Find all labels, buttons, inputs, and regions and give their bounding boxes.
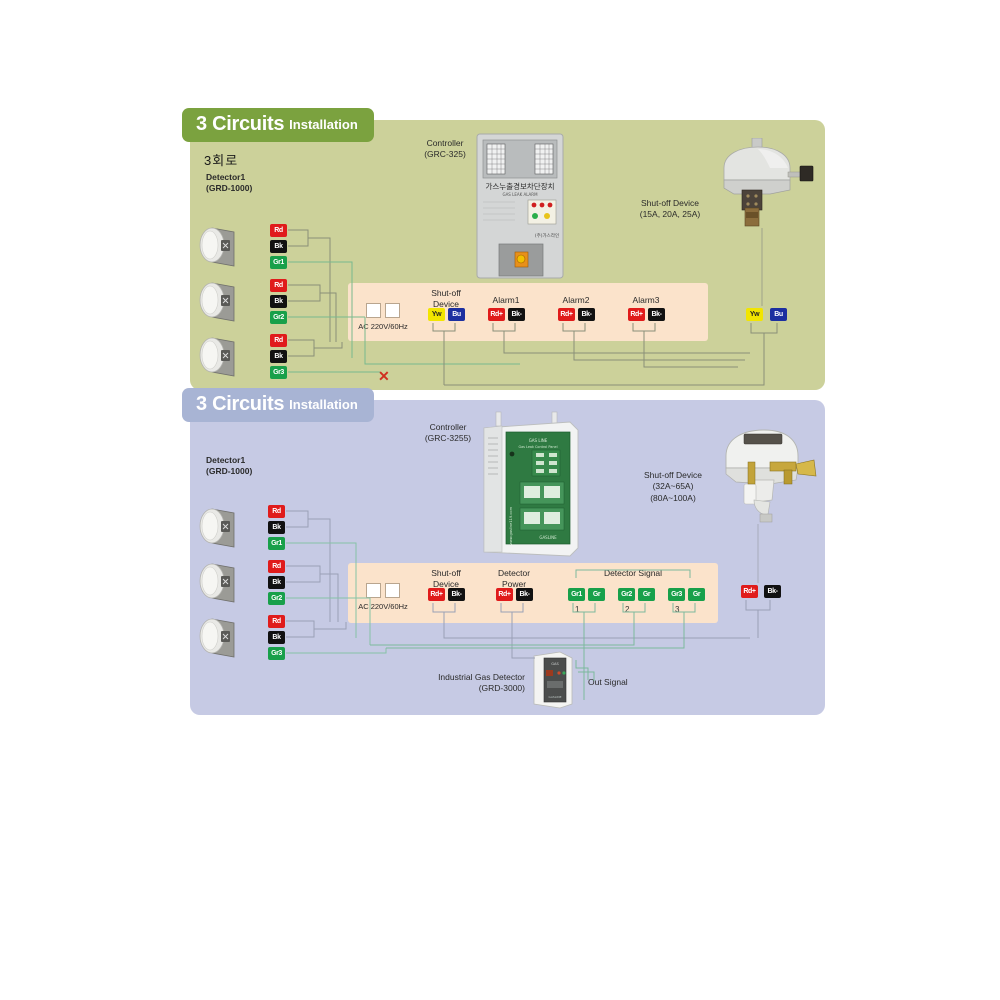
signal-chip-gr1: Gr1 bbox=[568, 588, 585, 601]
wire-chip-gr3: Gr3 bbox=[270, 366, 287, 379]
shutoff-device-top bbox=[710, 137, 820, 233]
panel-title-main: 3 Circuits bbox=[196, 393, 285, 415]
disconnect-x-mark: ✕ bbox=[378, 368, 390, 384]
panel-title-tab-top: 3 Circuits Installation bbox=[182, 108, 374, 142]
panel-title-main: 3 Circuits bbox=[196, 113, 285, 135]
wire-chip-gr3: Gr3 bbox=[268, 647, 285, 660]
controller-label-bottom: Controller (GRC-3255) bbox=[424, 422, 472, 444]
wire-chip-bk: Bk bbox=[270, 295, 287, 308]
gas-detector-unit bbox=[198, 503, 246, 551]
terminal-group-title: Alarm1 bbox=[492, 295, 520, 305]
terminal-chip-bk: Bk- bbox=[578, 308, 595, 321]
terminal-chip-bk: Bk- bbox=[648, 308, 665, 321]
terminal-chip-rd: Rd+ bbox=[488, 308, 505, 321]
industrial-detector-label: Industrial Gas Detector (GRD-3000) bbox=[438, 672, 525, 694]
ac-label-top: AC 220V/60Hz bbox=[358, 322, 408, 331]
svg-text:GASLINE: GASLINE bbox=[549, 695, 562, 699]
gas-detector-unit bbox=[198, 332, 246, 380]
signal-number-2: 2 bbox=[625, 605, 630, 614]
svg-text:GAS: GAS bbox=[551, 662, 559, 666]
wire-chip-rd: Rd bbox=[270, 224, 287, 237]
terminal-group-title: Alarm2 bbox=[562, 295, 590, 305]
device-chip-bk: Bk- bbox=[764, 585, 781, 598]
signal-chip-gr: Gr bbox=[588, 588, 605, 601]
wire-chip-bk: Bk bbox=[270, 350, 287, 363]
ac-terminal-right bbox=[385, 303, 400, 318]
device-chip-rd: Rd+ bbox=[741, 585, 758, 598]
out-signal-label: Out Signal bbox=[588, 677, 628, 687]
svg-text:www.gasline119.com: www.gasline119.com bbox=[509, 506, 513, 545]
svg-text:가스누출경보차단장치: 가스누출경보차단장치 bbox=[486, 181, 555, 191]
device-chip-bu: Bu bbox=[770, 308, 787, 321]
ac-terminal-right bbox=[385, 583, 400, 598]
signal-chip-gr: Gr bbox=[688, 588, 705, 601]
terminal-group-title: Detector Power bbox=[497, 568, 531, 590]
terminal-chip-bk: Bk- bbox=[448, 588, 465, 601]
signal-number-3: 3 bbox=[675, 605, 680, 614]
industrial-gas-detector-grd3000: GAS GASLINE bbox=[530, 648, 576, 715]
wire-chip-bk: Bk bbox=[268, 521, 285, 534]
detector-signal-title: Detector Signal bbox=[603, 568, 663, 578]
terminal-chip-yw: Yw bbox=[428, 308, 445, 321]
wire-chip-gr2: Gr2 bbox=[270, 311, 287, 324]
wire-chip-gr1: Gr1 bbox=[270, 256, 287, 269]
wire-chip-bk: Bk bbox=[270, 240, 287, 253]
gas-detector-unit bbox=[198, 558, 246, 606]
shutoff-label-top: Shut-off Device (15A, 20A, 25A) bbox=[639, 198, 701, 220]
controller-label-top: Controller (GRC-325) bbox=[424, 138, 466, 160]
wire-chip-gr2: Gr2 bbox=[268, 592, 285, 605]
wire-chip-rd: Rd bbox=[268, 505, 285, 518]
signal-chip-gr: Gr bbox=[638, 588, 655, 601]
shutoff-label-bottom: Shut-off Device (32A~65A) (80A~100A) bbox=[644, 470, 702, 503]
gas-detector-unit bbox=[198, 277, 246, 325]
shutoff-device-bottom bbox=[710, 422, 825, 537]
svg-text:GASLINE: GASLINE bbox=[539, 535, 557, 540]
panel-title-sub: Installation bbox=[289, 397, 358, 412]
terminal-chip-bk: Bk- bbox=[508, 308, 525, 321]
gas-detector-unit bbox=[198, 222, 246, 270]
panel-title-sub: Installation bbox=[289, 117, 358, 132]
terminal-chip-rd: Rd+ bbox=[558, 308, 575, 321]
wire-chip-rd: Rd bbox=[270, 334, 287, 347]
terminal-chip-bk: Bk- bbox=[516, 588, 533, 601]
controller-device-grc325: 가스누출경보차단장치 GAS LEAK ALARM (주)가스라인 bbox=[475, 132, 565, 285]
signal-chip-gr2: Gr2 bbox=[618, 588, 635, 601]
detector-label-top: Detector1 (GRD-1000) bbox=[206, 172, 253, 194]
wire-chip-gr1: Gr1 bbox=[268, 537, 285, 550]
terminal-group-title: Alarm3 bbox=[632, 295, 660, 305]
terminal-chip-rd: Rd+ bbox=[628, 308, 645, 321]
terminal-chip-bu: Bu bbox=[448, 308, 465, 321]
wire-chip-rd: Rd bbox=[268, 615, 285, 628]
wire-chip-rd: Rd bbox=[268, 560, 285, 573]
svg-text:GAS LEAK ALARM: GAS LEAK ALARM bbox=[502, 192, 538, 197]
terminal-group-title: Shut-off Device bbox=[431, 288, 461, 310]
svg-text:Gas Leak Control Panel: Gas Leak Control Panel bbox=[518, 445, 557, 449]
terminal-group-title: Shut-off Device bbox=[431, 568, 461, 590]
ac-terminal-left bbox=[366, 583, 381, 598]
wire-chip-rd: Rd bbox=[270, 279, 287, 292]
detector-label-bottom: Detector1 (GRD-1000) bbox=[206, 455, 253, 477]
wire-chip-bk: Bk bbox=[268, 576, 285, 589]
gas-detector-unit bbox=[198, 613, 246, 661]
device-chip-yw: Yw bbox=[746, 308, 763, 321]
korean-circuit-label: 3회로 bbox=[204, 153, 239, 168]
signal-number-1: 1 bbox=[575, 605, 580, 614]
svg-text:GAS LINE: GAS LINE bbox=[529, 438, 548, 443]
panel-title-tab-bottom: 3 Circuits Installation bbox=[182, 388, 374, 422]
controller-device-grc3255: GAS LINE Gas Leak Control Panel GASLINE … bbox=[478, 408, 583, 568]
signal-chip-gr3: Gr3 bbox=[668, 588, 685, 601]
wire-chip-bk: Bk bbox=[268, 631, 285, 644]
terminal-chip-rd: Rd+ bbox=[496, 588, 513, 601]
ac-terminal-left bbox=[366, 303, 381, 318]
panel-3circuits-grc325: 3 Circuits Installation 3회로 Detector1 (GR… bbox=[182, 108, 825, 390]
svg-text:(주)가스라인: (주)가스라인 bbox=[535, 232, 559, 239]
panel-3circuits-grc3255: 3 Circuits Installation Detector1 (GRD-10… bbox=[182, 388, 825, 715]
ac-label-bottom: AC 220V/60Hz bbox=[358, 602, 408, 611]
terminal-chip-rd: Rd+ bbox=[428, 588, 445, 601]
